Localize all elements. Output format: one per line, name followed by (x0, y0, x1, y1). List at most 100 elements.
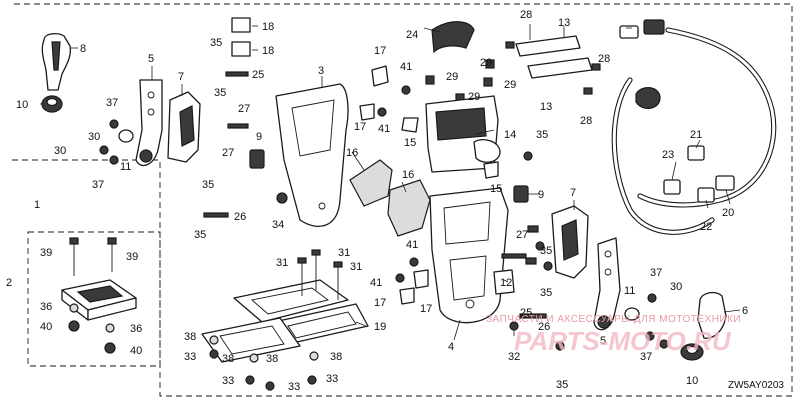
clip-bottom-part (231, 41, 251, 57)
callout-41c: 41 (406, 239, 418, 251)
callout-20: 20 (722, 207, 734, 219)
connector-22 (697, 187, 715, 203)
callout-40b: 40 (130, 345, 142, 357)
callout-28a: 28 (520, 9, 532, 21)
callout-17a: 17 (374, 45, 386, 57)
callout-34: 34 (272, 219, 284, 231)
washer-right-30b (645, 331, 655, 341)
callout-36a: 36 (40, 301, 52, 313)
callout-33a: 33 (184, 351, 196, 363)
assembly-frame (12, 3, 793, 397)
callout-22: 22 (700, 221, 712, 233)
callout-28c: 28 (580, 115, 592, 127)
callout-31c: 31 (350, 261, 362, 273)
bolt-25-top (225, 71, 249, 77)
mount-plate-front (87, 297, 137, 321)
nut-33-b (245, 375, 255, 385)
housing-plate-hole (318, 202, 326, 210)
bolt-31-b-head (311, 249, 321, 256)
lever-arm-hub (139, 149, 153, 163)
callout-35h: 35 (556, 379, 568, 391)
callout-25a: 25 (252, 69, 264, 81)
callout-25b: 25 (520, 307, 532, 319)
callout-27a: 27 (238, 103, 250, 115)
washer-35-right-b (543, 261, 553, 271)
callout-16b: 16 (402, 169, 414, 181)
connector-top-2 (643, 19, 665, 35)
bracket-lower-part (527, 57, 593, 79)
callout-29b: 29 (468, 91, 480, 103)
callout-12: 12 (500, 277, 512, 289)
callout-10b: 10 (686, 375, 698, 387)
gasket-lower-part (387, 179, 431, 237)
nut-34-part (276, 192, 288, 204)
callout-labels: 1 2 3 4 5 5 6 7 7 8 9 9 10 10 11 11 12 1… (6, 9, 748, 393)
grommet-hole (46, 97, 58, 107)
callout-5a: 5 (148, 53, 154, 65)
nut-40-a (68, 320, 80, 332)
bolt-29-c (485, 59, 495, 69)
bolt-27-right-a (527, 225, 539, 233)
callout-15b: 15 (490, 183, 502, 195)
callout-41d: 41 (370, 277, 382, 289)
clip-15-top (401, 117, 419, 133)
grommet-right-hole (686, 345, 698, 355)
callout-37b: 37 (92, 179, 104, 191)
callout-35g: 35 (540, 287, 552, 299)
connector-21 (687, 145, 705, 161)
bolt-28-c (583, 87, 593, 95)
callout-7b: 7 (570, 187, 576, 199)
callout-8: 8 (80, 43, 86, 55)
clip-17-top (371, 65, 389, 87)
callout-1: 1 (34, 199, 40, 211)
callout-31b: 31 (338, 247, 350, 259)
callout-9b: 9 (538, 189, 544, 201)
nut-33-a (209, 349, 219, 359)
main-body-hole (465, 299, 475, 309)
bolt-27-right-b (525, 257, 537, 265)
clip-17-mid (359, 103, 375, 121)
callout-29c: 29 (480, 57, 492, 69)
callout-35b: 35 (214, 87, 226, 99)
callout-27c: 27 (516, 229, 528, 241)
washer-41-mid (377, 107, 387, 117)
gasket-19-upper (233, 279, 349, 323)
callout-38d: 38 (330, 351, 342, 363)
watermark-subtitle: ЗАПЧАСТИ И АКСЕССУАРЫ ДЛЯ МОТОТЕХНИКИ (486, 314, 741, 325)
control-box-right-face (561, 219, 579, 261)
callout-35e: 35 (536, 129, 548, 141)
callout-38c: 38 (266, 353, 278, 365)
lever-cover-slot (51, 41, 61, 71)
lever-arm-right-hole-2 (604, 268, 612, 276)
bracket-upper-part (515, 35, 581, 57)
main-body-detail-2 (449, 255, 487, 301)
callout-37a: 37 (106, 97, 118, 109)
callout-17d: 17 (420, 303, 432, 315)
callout-18a: 18 (262, 21, 274, 33)
callout-17c: 17 (374, 297, 386, 309)
callout-30b: 30 (54, 145, 66, 157)
callout-21: 21 (690, 129, 702, 141)
diagram-code: ZW5AY0203 (728, 380, 784, 391)
callout-33d: 33 (326, 373, 338, 385)
bushing-right-part (513, 185, 529, 203)
lever-arm-right-hub (597, 315, 611, 329)
callout-36b: 36 (130, 323, 142, 335)
callout-40a: 40 (40, 321, 52, 333)
collar-left-part (118, 129, 134, 143)
main-body-part (429, 187, 509, 324)
main-body-detail-1 (443, 201, 491, 245)
housing-plate-detail (291, 99, 335, 157)
callout-4: 4 (448, 341, 454, 353)
bolt-26-right (519, 313, 547, 319)
callout-35f: 35 (540, 245, 552, 257)
nut-38-a (209, 335, 219, 345)
callout-26b: 26 (538, 321, 550, 333)
clip-17-low-1 (413, 269, 429, 289)
callout-32: 32 (508, 351, 520, 363)
lever-arm-hole-1 (147, 91, 155, 99)
callout-29a: 29 (446, 71, 458, 83)
washer-41-top (401, 85, 411, 95)
connector-23 (663, 179, 681, 195)
housing-plate-part (275, 83, 349, 228)
